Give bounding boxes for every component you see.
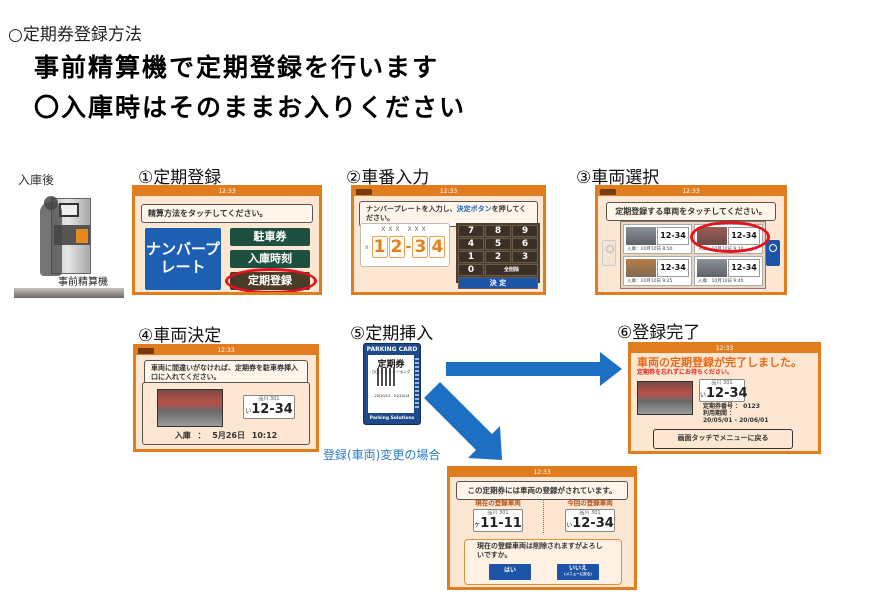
key[interactable]: 8: [485, 225, 511, 237]
pass-info: 定期券番号 ： 0123 利用期間 ： 20/05/01 - 20/06/01: [703, 403, 769, 424]
complete-subtitle: 定期券を忘れずにお持ちください。: [637, 369, 734, 376]
confirm-dialog: 現在の登録車両は削除されますがよろしいですか。 はい いいえ(メニューに戻る): [464, 539, 622, 585]
key[interactable]: 5: [485, 238, 511, 250]
back-button[interactable]: [600, 189, 616, 195]
divider: [543, 499, 544, 533]
step4-screen: 12:33 車両に間違いがなければ、定期券を駐車券挿入口に入れてください。 品川…: [133, 344, 319, 452]
license-plate: 品川 301 い12-34: [243, 395, 295, 419]
pass-number: 定期券番号 ： 0123: [703, 403, 760, 410]
qr-code-icon: [377, 368, 397, 386]
change-message: この定期券には車両の登録がされています。: [456, 481, 628, 500]
step2-message: ナンバープレートを入力し、決定ボタンを押してください。: [359, 201, 538, 227]
key[interactable]: 6: [512, 238, 538, 250]
step1-label: ①定期登録: [138, 168, 222, 188]
entry-time: 入庫 ： 5月26日 10:12: [174, 431, 278, 440]
number-plate-button[interactable]: ナンバープレート: [145, 228, 221, 290]
enter-key[interactable]: 決 定: [458, 277, 538, 289]
period-label: 利用期間 ：: [703, 410, 736, 417]
step2-screen: 12:33 ナンバープレートを入力し、決定ボタンを押してください。 XXX XX…: [351, 185, 546, 295]
clear-all-key[interactable]: 全削除: [485, 264, 538, 276]
back-to-menu-button[interactable]: 画面タッチでメニューに戻る: [653, 429, 793, 449]
key[interactable]: 0: [458, 264, 484, 276]
change-screen: 12:33 この定期券には車両の登録がされています。 現在の登録車両 品川 30…: [447, 466, 637, 590]
license-plate: 品川 301 い12-34: [699, 379, 748, 402]
headline-entry: 〇入庫時はそのままお入りください: [34, 93, 467, 122]
card-footer: Parking Solutions: [369, 416, 415, 421]
key[interactable]: 2: [485, 251, 511, 263]
step6-screen: 12:33 車両の定期登録が完了しました。 定期券を忘れずにお持ちください。 品…: [628, 342, 821, 454]
person-silhouette-icon: [40, 202, 62, 276]
plate-input[interactable]: XXX XXX x 1 2 - 3 4: [360, 223, 450, 267]
pass-register-button[interactable]: 定期登録: [230, 272, 310, 290]
vehicle-detail: 品川 301 い12-34 入庫 ： 5月26日 10:12: [142, 382, 310, 445]
step1-message: 精算方法をタッチしてください。: [141, 204, 313, 223]
complete-title: 車両の定期登録が完了しました。: [637, 356, 802, 369]
clock: 12:33: [450, 469, 634, 477]
yes-button[interactable]: はい: [489, 564, 531, 580]
step3-label: ③車両選択: [576, 168, 660, 188]
parking-ticket-button[interactable]: 駐車券: [230, 228, 310, 246]
key[interactable]: 3: [512, 251, 538, 263]
digit-box[interactable]: 4: [429, 236, 446, 258]
machine-caption: 事前精算機: [58, 277, 108, 288]
card-dates: 20/10/13 - 21/10/14: [374, 394, 410, 398]
key[interactable]: 4: [458, 238, 484, 250]
card-name: 定期券: [377, 360, 405, 370]
clock: 12:33: [135, 188, 319, 196]
step5-label: ⑤定期挿入: [350, 324, 434, 344]
license-plate: 品川 301 ケ11-11: [473, 509, 523, 532]
card-title: PARKING CARD: [366, 346, 418, 353]
car-photo: [157, 389, 223, 427]
digit-box[interactable]: 3: [412, 236, 429, 258]
key[interactable]: 7: [458, 225, 484, 237]
clock: 12:33: [354, 188, 543, 196]
section-title: ○定期券登録方法: [8, 25, 142, 45]
arrow-right-icon: [446, 352, 622, 386]
keypad: 7 8 9 4 5 6 1 2 3 0 全削除 決 定: [456, 223, 540, 289]
headline-register: 事前精算機で定期登録を行います: [34, 53, 440, 82]
no-button[interactable]: いいえ(メニューに戻る): [557, 564, 599, 580]
key[interactable]: 1: [458, 251, 484, 263]
clock: 12:33: [136, 347, 316, 355]
period-value: 20/05/01 - 20/06/01: [703, 417, 769, 424]
parking-card-image: PARKING CARD 定期券 〇〇〇〇〇〇パーキング 20/10/13 - …: [363, 343, 421, 425]
step3-message: 定期登録する車両をタッチしてください。: [606, 202, 776, 221]
digit-box[interactable]: 2: [388, 236, 405, 258]
current-vehicle: 現在の登録車両 品川 301 ケ11-11: [473, 499, 523, 532]
change-case-label: 登録(車両)変更の場合: [323, 448, 441, 462]
plate-kana: x: [365, 243, 369, 251]
back-button[interactable]: [356, 189, 372, 195]
entry-time-button[interactable]: 入庫時刻: [230, 250, 310, 268]
floor: [14, 288, 124, 298]
key[interactable]: 9: [512, 225, 538, 237]
prepay-machine-illustration: 事前精算機: [14, 196, 124, 298]
back-button[interactable]: [138, 348, 154, 354]
car-photo: [637, 381, 693, 415]
after-entry-label: 入庫後: [18, 173, 55, 187]
step6-label: ⑥登録完了: [617, 323, 701, 343]
step4-label: ④車両決定: [138, 326, 222, 346]
clock: 12:33: [631, 345, 818, 353]
step2-label: ②車番入力: [346, 168, 430, 188]
clock: 12:33: [598, 188, 784, 196]
confirm-question: 現在の登録車両は削除されますがよろしいですか。: [477, 542, 603, 559]
digit-box[interactable]: 1: [371, 236, 388, 258]
arrow-down-right-icon: [424, 382, 502, 460]
license-plate: 品川 301 い12-34: [565, 509, 615, 532]
plate-region-placeholder: XXX XXX: [381, 226, 429, 233]
new-vehicle: 今回の登録車両 品川 301 い12-34: [565, 499, 615, 532]
prev-page-button[interactable]: [602, 240, 616, 266]
